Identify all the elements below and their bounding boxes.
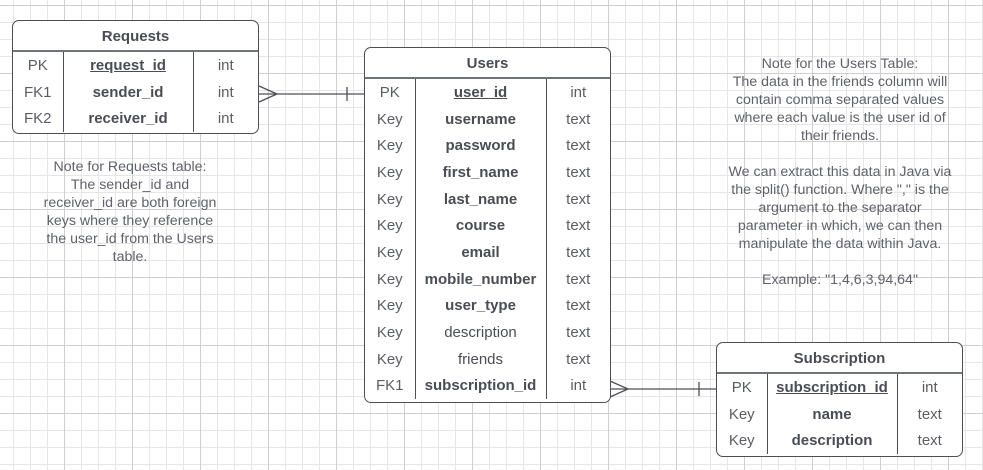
field-name: description <box>791 432 873 450</box>
field-name: first_name <box>442 163 519 181</box>
field-row[interactable]: Key name text <box>717 400 962 428</box>
field-key: Key <box>365 185 416 213</box>
field-key: Key <box>365 265 416 293</box>
note-requests-table[interactable]: Note for Requests table: The sender_id a… <box>43 159 217 265</box>
field-row[interactable]: Key friends text <box>365 345 610 373</box>
field-row[interactable]: Key description text <box>365 319 610 346</box>
field-name: sender_id <box>92 83 164 101</box>
entity-title: Subscription <box>717 343 962 374</box>
field-type: text <box>545 159 610 186</box>
field-key: Key <box>365 319 416 346</box>
field-row[interactable]: Key mobile_number text <box>365 265 610 293</box>
field-key: Key <box>365 292 416 320</box>
field-key: PK <box>13 52 64 79</box>
crows-foot-many-icon <box>609 380 630 398</box>
field-name: user_id <box>453 83 508 101</box>
field-key: Key <box>365 212 416 240</box>
field-type: int <box>545 372 610 400</box>
field-key: Key <box>365 239 416 266</box>
field-name: receiver_id <box>88 110 168 128</box>
field-key: Key <box>365 132 416 160</box>
field-type: text <box>545 239 610 266</box>
field-type: text <box>896 427 962 455</box>
field-name: name <box>812 405 852 423</box>
field-key: FK2 <box>13 105 64 133</box>
field-name: password <box>445 137 516 155</box>
field-type: text <box>545 132 610 160</box>
field-type: text <box>545 105 610 133</box>
field-type: text <box>545 292 610 320</box>
field-key: Key <box>365 345 416 373</box>
field-type: text <box>545 345 610 373</box>
field-type: int <box>545 79 610 106</box>
field-key: Key <box>717 427 768 455</box>
field-name: request_id <box>90 56 166 74</box>
field-row[interactable]: Key user_type text <box>365 292 610 320</box>
field-type: text <box>545 265 610 293</box>
field-row[interactable]: Key last_name text <box>365 185 610 213</box>
field-type: text <box>545 212 610 240</box>
field-key: Key <box>717 400 768 428</box>
field-key: FK1 <box>13 78 64 106</box>
field-row[interactable]: Key description text <box>717 427 962 455</box>
field-row[interactable]: PK user_id int <box>365 79 610 106</box>
crows-foot-many-icon <box>258 85 279 103</box>
field-name: course <box>455 217 506 235</box>
field-type: text <box>545 185 610 213</box>
field-name: friends <box>457 350 504 368</box>
field-row[interactable]: FK1 subscription_id int <box>365 372 610 400</box>
field-name: subscription_id <box>776 378 888 396</box>
connector-users-subscription[interactable] <box>609 380 716 398</box>
field-key: Key <box>365 159 416 186</box>
field-key: FK1 <box>365 372 416 400</box>
field-row[interactable]: Key course text <box>365 212 610 240</box>
field-key: Key <box>365 105 416 133</box>
field-row[interactable]: PK request_id int <box>13 52 258 79</box>
field-type: int <box>896 374 962 401</box>
field-key: PK <box>365 79 416 106</box>
entity-title: Requests <box>13 21 258 52</box>
field-row[interactable]: Key password text <box>365 132 610 160</box>
field-row[interactable]: FK2 receiver_id int <box>13 105 258 133</box>
field-row[interactable]: Key first_name text <box>365 159 610 186</box>
field-type: text <box>896 400 962 428</box>
field-name: mobile_number <box>424 270 537 288</box>
note-users-table[interactable]: Note for the Users Table: The data in th… <box>728 56 952 288</box>
connector-requests-users[interactable] <box>258 85 364 103</box>
field-type: text <box>545 319 610 346</box>
entity-title: Users <box>365 48 610 79</box>
field-row[interactable]: Key username text <box>365 105 610 133</box>
field-row[interactable]: Key email text <box>365 239 610 266</box>
field-name: user_type <box>445 297 516 315</box>
field-type: int <box>192 105 258 133</box>
field-name: subscription_id <box>424 377 537 395</box>
field-key: PK <box>717 374 768 401</box>
field-row[interactable]: FK1 sender_id int <box>13 78 258 106</box>
field-name: email <box>461 243 500 261</box>
field-type: int <box>192 78 258 106</box>
field-row[interactable]: PK subscription_id int <box>717 374 962 401</box>
field-name: last_name <box>443 190 518 208</box>
field-name: username <box>445 110 516 128</box>
field-type: int <box>192 52 258 79</box>
field-name: description <box>444 324 517 342</box>
